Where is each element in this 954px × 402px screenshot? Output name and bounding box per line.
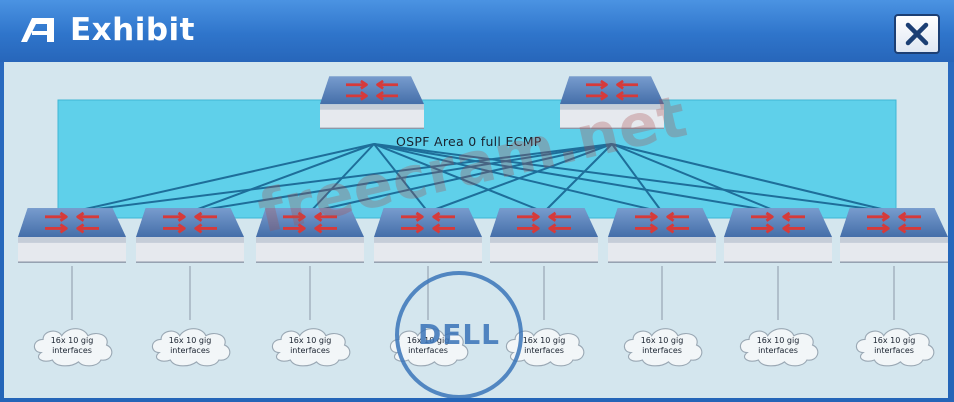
leaf-switch-8 <box>840 208 948 264</box>
interface-label-8: 16x 10 gig interfaces <box>854 336 934 356</box>
ecmp-links <box>71 143 895 213</box>
title-bar: Exhibit <box>0 0 954 62</box>
interface-count-text: 16x 10 gig <box>168 336 212 345</box>
leaf-switch-4 <box>374 208 482 264</box>
interface-count-text: 16x 10 gig <box>522 336 566 345</box>
spine-switch-2 <box>560 76 664 130</box>
interface-label-2: 16x 10 gig interfaces <box>150 336 230 356</box>
interface-label-5: 16x 10 gig interfaces <box>504 336 584 356</box>
interface-word-text: interfaces <box>524 346 564 355</box>
spine-switch-1 <box>320 76 424 130</box>
interface-word-text: interfaces <box>874 346 914 355</box>
interface-word-text: interfaces <box>642 346 682 355</box>
area-label: OSPF Area 0 full ECMP <box>396 134 542 149</box>
interface-word-text: interfaces <box>408 346 448 355</box>
interface-label-6: 16x 10 gig interfaces <box>622 336 702 356</box>
close-button[interactable] <box>894 14 940 54</box>
interface-word-text: interfaces <box>170 346 210 355</box>
interface-label-1: 16x 10 gig interfaces <box>32 336 112 356</box>
close-icon <box>905 22 929 46</box>
interface-word-text: interfaces <box>290 346 330 355</box>
network-diagram <box>18 76 948 367</box>
leaf-switch-7 <box>724 208 832 264</box>
leaf-switch-2 <box>136 208 244 264</box>
interface-word-text: interfaces <box>758 346 798 355</box>
interface-count-text: 16x 10 gig <box>756 336 800 345</box>
interface-count-text: 16x 10 gig <box>640 336 684 345</box>
interface-count-text: 16x 10 gig <box>406 336 450 345</box>
leaf-switch-6 <box>608 208 716 264</box>
window-title: Exhibit <box>70 12 196 48</box>
exhibit-logo-icon <box>18 16 58 44</box>
leaf-switch-5 <box>490 208 598 264</box>
interface-label-7: 16x 10 gig interfaces <box>738 336 818 356</box>
exhibit-content: OSPF Area 0 full ECMP 16x 10 gig interfa… <box>4 62 948 398</box>
interface-label-4: 16x 10 gig interfaces <box>388 336 468 356</box>
interface-word-text: interfaces <box>52 346 92 355</box>
interface-label-3: 16x 10 gig interfaces <box>270 336 350 356</box>
interface-count-text: 16x 10 gig <box>50 336 94 345</box>
leaf-drop-lines <box>71 266 895 320</box>
interface-count-text: 16x 10 gig <box>872 336 916 345</box>
interface-count-text: 16x 10 gig <box>288 336 332 345</box>
leaf-switch-1 <box>18 208 126 264</box>
ospf-area-band <box>58 100 896 218</box>
leaf-switch-3 <box>256 208 364 264</box>
